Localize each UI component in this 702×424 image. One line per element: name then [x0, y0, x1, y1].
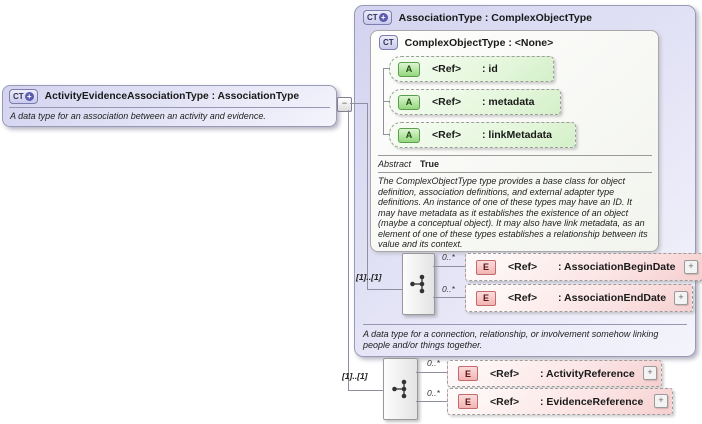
element-name: : ActivityReference: [540, 367, 635, 380]
ct-icon-label: CT: [383, 38, 394, 47]
element-ref: <Ref>: [508, 292, 538, 304]
element-icon: E: [476, 259, 496, 275]
connector-line: [383, 68, 389, 69]
activity-evidence-association-type-box[interactable]: CT+ ActivityEvidenceAssociationType : As…: [2, 85, 337, 127]
element-activity-reference[interactable]: E <Ref> : ActivityReference: [447, 360, 662, 387]
ct-icon-label: CT: [367, 13, 378, 22]
attribute-ref: <Ref>: [432, 63, 462, 75]
element-ref: <Ref>: [508, 261, 538, 273]
complex-type-plus-icon: CT+: [9, 89, 38, 104]
attribute-icon: A: [398, 94, 420, 110]
attribute-icon: A: [398, 127, 420, 143]
element-icon: E: [458, 366, 478, 381]
element-association-end-date[interactable]: E <Ref> : AssociationEndDate: [465, 284, 693, 312]
expand-toggle[interactable]: +: [654, 394, 668, 408]
element-icon: E: [476, 290, 496, 306]
sequence-compositor[interactable]: [383, 358, 418, 420]
element-evidence-reference[interactable]: E <Ref> : EvidenceReference: [447, 388, 673, 415]
connector-line: [416, 401, 447, 402]
attribute-name: : id: [482, 63, 498, 75]
connector-line: [348, 390, 383, 391]
element-name: : AssociationEndDate: [558, 292, 667, 304]
occurs-label: 0..*: [442, 284, 455, 294]
element-name: : AssociationBeginDate: [558, 261, 676, 273]
occurs-label: 0..*: [442, 252, 455, 262]
occurs-label: 0..*: [427, 388, 440, 398]
element-ref: <Ref>: [490, 395, 520, 408]
complex-object-type-header: CT ComplexObjectType : <None>: [379, 35, 553, 50]
sequence-compositor[interactable]: [402, 253, 435, 315]
attribute-ref: <Ref>: [432, 96, 462, 108]
divider: [378, 155, 652, 156]
ct-icon-label: CT: [13, 92, 24, 101]
occurs-label: 0..*: [427, 358, 440, 368]
plus-dot: +: [378, 13, 388, 22]
divider: [363, 324, 687, 325]
complex-object-type-description: The ComplexObjectType type provides a ba…: [378, 176, 648, 249]
sequence-icon: [391, 379, 406, 399]
attribute-icon: A: [398, 61, 420, 77]
collapse-toggle[interactable]: −: [337, 97, 352, 112]
sequence-cardinality: [1]..[1]: [342, 371, 368, 381]
attribute-metadata[interactable]: A <Ref> : metadata: [389, 89, 561, 115]
connector-line: [433, 297, 465, 298]
connector-line: [383, 134, 389, 135]
element-icon: E: [458, 394, 478, 409]
plus-dot: +: [24, 92, 34, 101]
attribute-id[interactable]: A <Ref> : id: [389, 56, 554, 82]
connector-line: [433, 266, 465, 267]
abstract-facet-label: Abstract: [378, 159, 412, 169]
connector-line: [416, 372, 447, 373]
expand-toggle[interactable]: +: [684, 260, 698, 274]
expand-toggle[interactable]: +: [643, 366, 657, 380]
complex-object-type-title: ComplexObjectType : <None>: [404, 36, 554, 49]
complex-type-plus-icon: CT+: [363, 10, 392, 25]
connector-line: [348, 110, 349, 390]
attribute-link-metadata[interactable]: A <Ref> : linkMetadata: [389, 122, 576, 148]
sequence-icon: [409, 274, 424, 294]
attribute-ref: <Ref>: [432, 129, 462, 141]
association-type-header: CT+ AssociationType : ComplexObjectType: [363, 10, 592, 25]
connector-line: [367, 104, 368, 289]
complex-type-icon: CT: [379, 35, 398, 50]
association-type-description: A data type for a connection, relationsh…: [363, 329, 659, 350]
element-association-begin-date[interactable]: E <Ref> : AssociationBeginDate: [465, 253, 702, 281]
divider: [378, 172, 652, 173]
attribute-name: : metadata: [482, 96, 535, 108]
connector-line: [350, 103, 368, 104]
divider: [9, 107, 330, 108]
expand-toggle[interactable]: +: [674, 291, 688, 305]
left-box-description: A data type for an association between a…: [10, 111, 266, 121]
abstract-facet-value: True: [420, 159, 440, 169]
association-type-title: AssociationType : ComplexObjectType: [398, 11, 592, 24]
left-box-header: CT+ ActivityEvidenceAssociationType : As…: [9, 89, 299, 104]
element-name: : EvidenceReference: [540, 395, 644, 408]
connector-line: [383, 101, 389, 102]
connector-line: [367, 289, 402, 290]
element-ref: <Ref>: [490, 367, 520, 380]
left-box-title: ActivityEvidenceAssociationType : Associ…: [44, 91, 300, 102]
sequence-cardinality: [1]..[1]: [356, 272, 382, 282]
attribute-name: : linkMetadata: [482, 129, 553, 141]
